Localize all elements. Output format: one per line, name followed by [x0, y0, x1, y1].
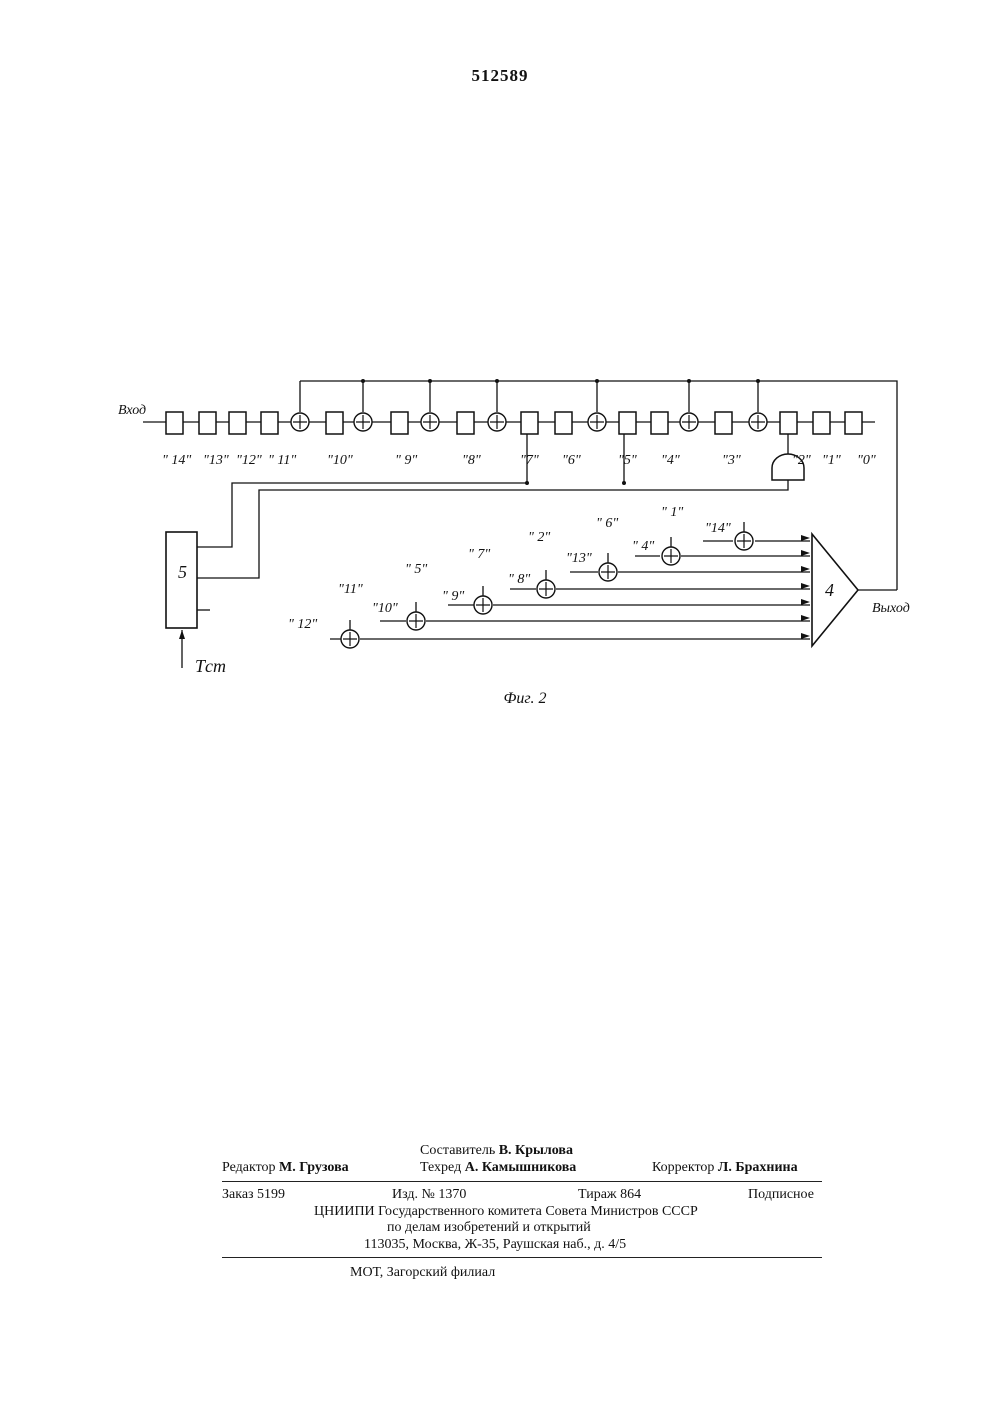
register-tap-label: "13" — [203, 453, 229, 468]
check-input-label: " 9" — [442, 589, 464, 604]
clock-label: Tст — [195, 656, 226, 676]
input-label: Вход — [118, 403, 146, 418]
institute-subtitle: по делам изобретений и открытий — [387, 1220, 591, 1236]
editor-name: М. Грузова — [279, 1160, 349, 1175]
check-input-label: " 4" — [632, 539, 654, 554]
register-tap-label: "2" — [792, 453, 811, 468]
subscription: Подписное — [748, 1187, 814, 1203]
register-tap-label: "8" — [462, 453, 481, 468]
corrector-name: Л. Брахнина — [718, 1160, 798, 1175]
register-tap-label: "5" — [618, 453, 637, 468]
register-tap-label: "0" — [857, 453, 876, 468]
register-tap-label: " 14" — [162, 453, 191, 468]
check-input-label: " 8" — [508, 572, 530, 587]
printer: МОТ, Загорский филиал — [350, 1265, 495, 1281]
output-label: Выход — [872, 601, 910, 616]
check-input-label: " 2" — [528, 530, 550, 545]
institute: ЦНИИПИ Государственного комитета Совета … — [314, 1204, 698, 1220]
check-input-label: " 7" — [468, 547, 490, 562]
editor-label: Редактор — [222, 1160, 276, 1175]
register-tap-label: " 9" — [395, 453, 417, 468]
imprint-rule-2 — [222, 1257, 822, 1258]
check-input-label: " 12" — [288, 617, 317, 632]
block-5-label: 5 — [178, 562, 187, 582]
register-tap-label: "12" — [236, 453, 262, 468]
check-input-label: "10" — [372, 601, 398, 616]
compiler-label: Составитель — [420, 1143, 495, 1158]
register-tap-label: "3" — [722, 453, 741, 468]
check-input-label: " 5" — [405, 562, 427, 577]
register-tap-label: "4" — [661, 453, 680, 468]
check-input-label: "11" — [338, 582, 363, 597]
address: 113035, Москва, Ж-35, Раушская наб., д. … — [364, 1237, 626, 1253]
feedback-bus — [300, 381, 897, 590]
register-tap-label: " 11" — [268, 453, 296, 468]
corrector-label: Корректор — [652, 1160, 714, 1175]
check-input-label: "14" — [705, 521, 731, 536]
circulation: Тираж 864 — [578, 1187, 641, 1203]
register-tap-label: "6" — [562, 453, 581, 468]
register-tap-label: "7" — [520, 453, 539, 468]
check-input-label: " 6" — [596, 516, 618, 531]
check-input-label: "13" — [566, 551, 592, 566]
register-tap-label: "10" — [327, 453, 353, 468]
imprint-rule-1 — [222, 1181, 822, 1182]
techred-label: Техред — [420, 1160, 461, 1175]
techred-name: А. Камышникова — [465, 1160, 577, 1175]
majority-block-4 — [812, 534, 858, 646]
compiler-name: В. Крылова — [499, 1143, 573, 1158]
check-input-label: " 1" — [661, 505, 683, 520]
edition-number: Изд. № 1370 — [392, 1187, 466, 1203]
block-4-label: 4 — [825, 580, 834, 600]
figure-caption: Фиг. 2 — [0, 690, 1000, 708]
order-number: Заказ 5199 — [222, 1187, 285, 1203]
register-tap-label: "1" — [822, 453, 841, 468]
